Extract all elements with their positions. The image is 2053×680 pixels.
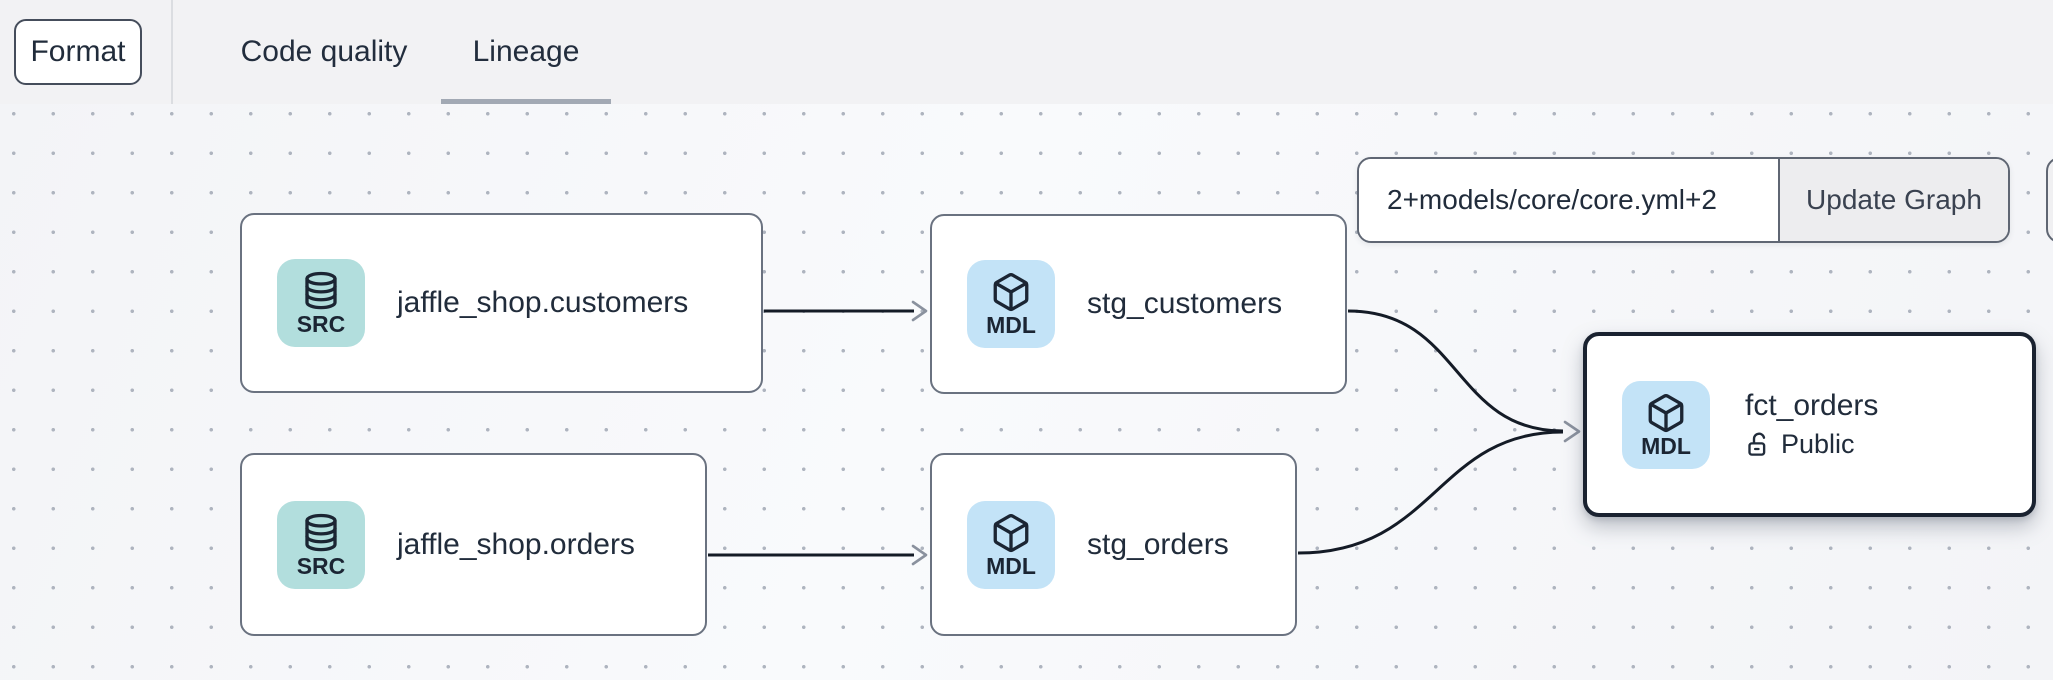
node-label: stg_orders xyxy=(1087,527,1229,561)
node-body: fct_orders Public xyxy=(1745,389,1878,460)
format-button-label: Format xyxy=(30,35,126,68)
node-type-badge: SRC xyxy=(296,552,346,579)
cube-icon xyxy=(993,513,1029,552)
graph-selector-group: Update Graph xyxy=(1357,157,2010,243)
node-label: stg_customers xyxy=(1087,287,1283,320)
node-label: jaffle_shop.orders xyxy=(397,527,635,561)
database-icon xyxy=(305,513,337,551)
model-type-chip: MDL xyxy=(967,500,1055,589)
edge-stg-customers-to-fct xyxy=(1347,309,1564,433)
node-type-badge: MDL xyxy=(986,312,1036,338)
selector-input[interactable] xyxy=(1359,159,1778,241)
arrowhead-icon xyxy=(911,544,928,566)
model-type-chip: MDL xyxy=(967,260,1055,348)
node-label: jaffle_shop.customers xyxy=(397,286,689,319)
toolbar-divider xyxy=(171,0,173,104)
model-type-chip: MDL xyxy=(1622,380,1710,469)
node-jaffle-shop-customers[interactable]: SRC jaffle_shop.customers xyxy=(240,213,763,393)
access-label: Public xyxy=(1781,429,1855,459)
node-fct-orders[interactable]: MDL fct_orders Public xyxy=(1583,332,2036,517)
node-stg-orders[interactable]: MDL stg_orders xyxy=(930,453,1297,636)
tab-lineage[interactable]: Lineage xyxy=(441,0,611,104)
arrowhead-icon xyxy=(1563,420,1581,443)
format-button[interactable]: Format xyxy=(14,19,142,85)
clipped-edge-button[interactable] xyxy=(2046,157,2053,243)
tab-code-quality[interactable]: Code quality xyxy=(208,0,440,104)
node-label: fct_orders xyxy=(1745,389,1879,422)
access-row: Public xyxy=(1745,429,1878,460)
node-jaffle-shop-orders[interactable]: SRC jaffle_shop.orders xyxy=(240,453,707,636)
edge-stg-orders-to-fct xyxy=(1297,430,1564,555)
node-type-badge: SRC xyxy=(296,311,346,337)
node-stg-customers[interactable]: MDL stg_customers xyxy=(930,214,1347,394)
unlock-icon xyxy=(1748,432,1766,456)
tab-lineage-label: Lineage xyxy=(472,35,580,68)
active-tab-underline xyxy=(441,99,611,105)
node-type-badge: MDL xyxy=(986,552,1036,579)
cube-icon xyxy=(993,273,1029,312)
arrowhead-icon xyxy=(911,300,928,322)
cube-icon xyxy=(1648,393,1684,432)
update-graph-button[interactable]: Update Graph xyxy=(1778,159,2008,241)
lineage-canvas[interactable]: SRC jaffle_shop.customers MDL stg_custom… xyxy=(0,104,2053,680)
source-type-chip: SRC xyxy=(277,259,365,347)
tab-code-quality-label: Code quality xyxy=(240,35,408,68)
source-type-chip: SRC xyxy=(277,500,365,589)
update-graph-label: Update Graph xyxy=(1806,184,1982,215)
toolbar: Format Code quality Lineage xyxy=(0,0,2053,105)
database-icon xyxy=(305,271,337,310)
node-type-badge: MDL xyxy=(1641,432,1691,459)
